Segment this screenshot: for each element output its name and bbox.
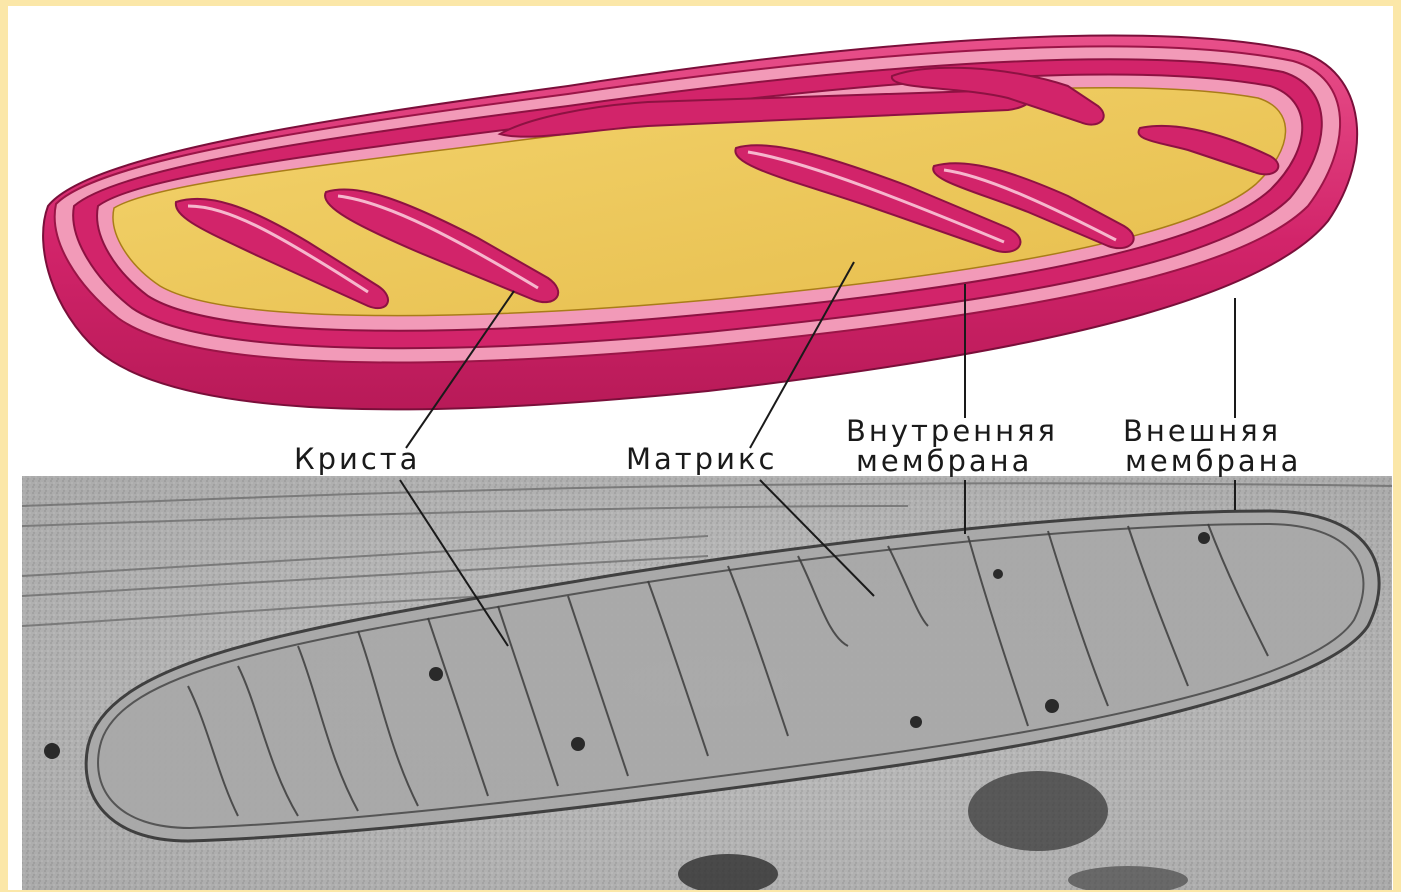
label-outer-membrane-line2: мембрана [1125, 446, 1301, 476]
electron-micrograph [22, 476, 1392, 890]
mitochondrion-illustration [43, 36, 1357, 410]
label-inner-membrane-line2: мембрана [856, 446, 1032, 476]
figure-frame: Криста Матрикс Внутренняя мембрана Внешн… [8, 6, 1393, 890]
label-crista: Криста [294, 444, 420, 474]
label-outer-membrane-line1: Внешняя [1123, 416, 1281, 446]
label-matrix: Матрикс [626, 444, 777, 474]
label-inner-membrane-line1: Внутренняя [846, 416, 1058, 446]
